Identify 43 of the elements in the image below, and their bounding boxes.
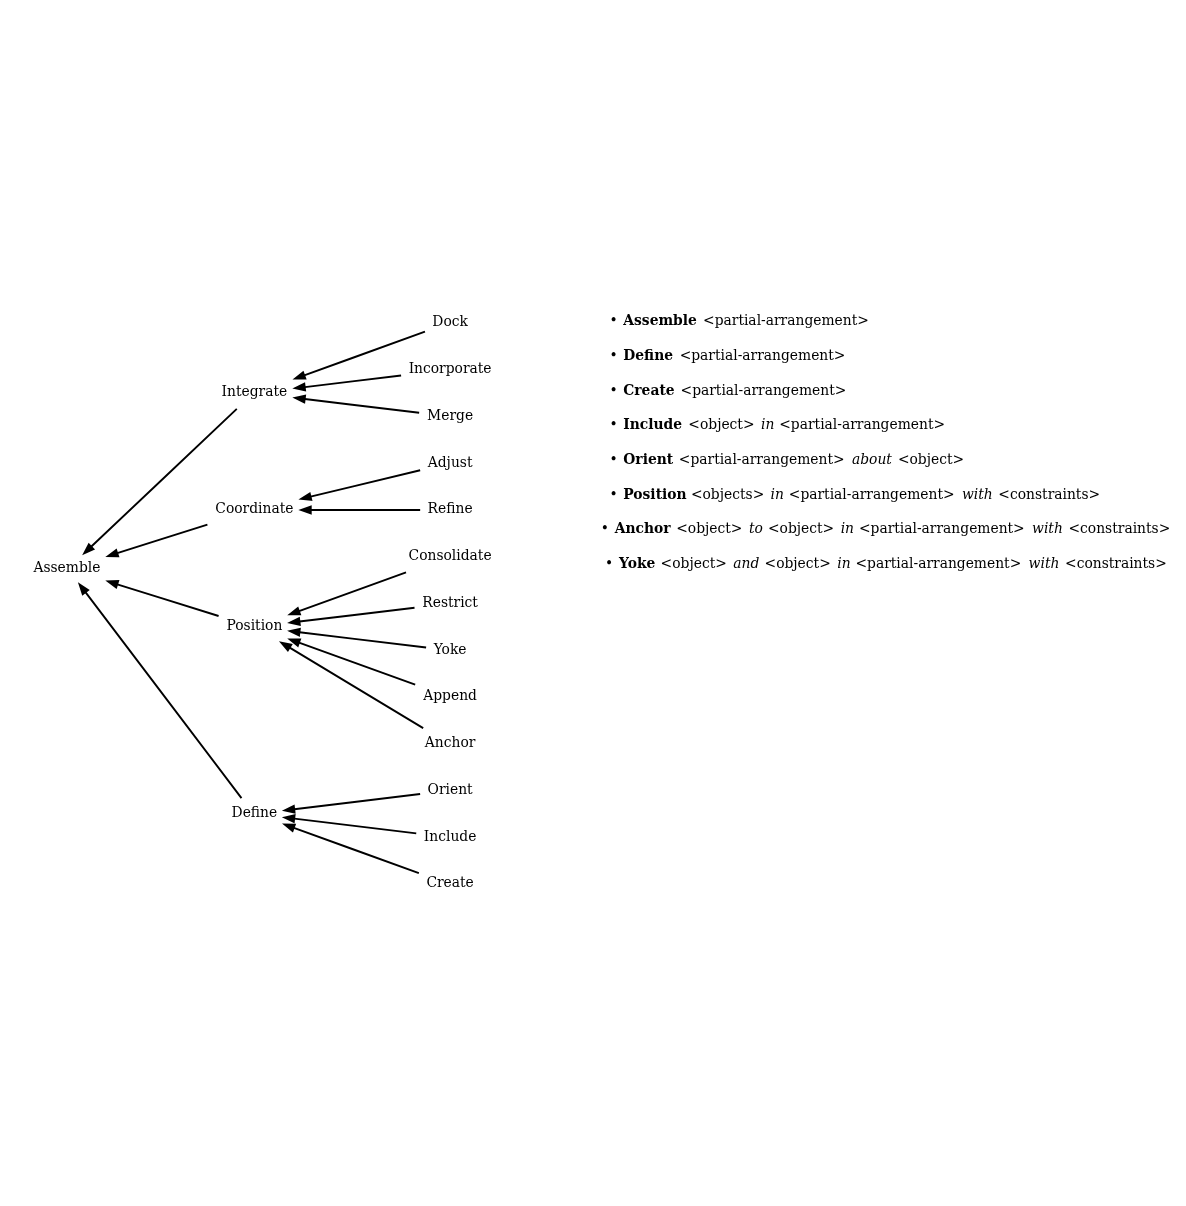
node-text: Adjust — [427, 453, 473, 469]
node-text: Merge — [427, 406, 474, 423]
arrow — [105, 579, 220, 617]
node-text: Create — [426, 873, 474, 890]
arrow — [282, 823, 420, 874]
node-text: Consolidate — [408, 546, 492, 563]
arrow — [281, 792, 422, 814]
arrow — [292, 330, 426, 380]
arrow — [287, 570, 407, 615]
arrow — [82, 407, 238, 555]
arrow — [281, 813, 418, 834]
node-text: Refine — [427, 499, 473, 516]
arrow — [287, 606, 416, 626]
arrow — [278, 640, 425, 729]
node-text: Dock — [432, 312, 468, 329]
arrow — [298, 468, 422, 501]
arrow — [77, 581, 243, 799]
node-text: Define — [231, 803, 278, 820]
arrow — [287, 637, 417, 686]
arrow — [287, 627, 428, 648]
label: • Include <object> in <partial-arrangement> — [609, 415, 946, 432]
node-text: Assemble — [33, 558, 101, 575]
node-text: Orient — [427, 780, 473, 797]
arrow — [292, 374, 403, 392]
node-text: Integrate — [221, 382, 288, 399]
label: • Anchor <object> to <object> in <partial-arrangement> with <constraints> — [600, 519, 1171, 536]
label: • Create <partial-arrangement> — [609, 381, 847, 398]
label: • Orient <partial-arrangement> about <object> — [609, 450, 965, 467]
node-text: Coordinate — [215, 499, 294, 516]
label: • Yoke <object> and <object> in <partial-arrangement> with <constraints> — [605, 554, 1167, 571]
label: • Assemble <partial-arrangement> — [609, 311, 869, 328]
arrow — [292, 394, 421, 414]
label: • Define <partial-arrangement> — [609, 346, 846, 363]
node-text: Include — [423, 827, 477, 844]
node-text: Incorporate — [408, 359, 492, 376]
node-text: Position — [226, 616, 283, 633]
node-text: Append — [423, 686, 477, 703]
node-text: Anchor — [424, 733, 476, 750]
node-text: Yoke — [433, 640, 467, 657]
arrow — [105, 523, 209, 557]
label: • Position <objects> in <partial-arrangement> with <constraints> — [609, 485, 1101, 502]
node-text: Restrict — [422, 593, 478, 610]
arrow — [298, 504, 422, 515]
